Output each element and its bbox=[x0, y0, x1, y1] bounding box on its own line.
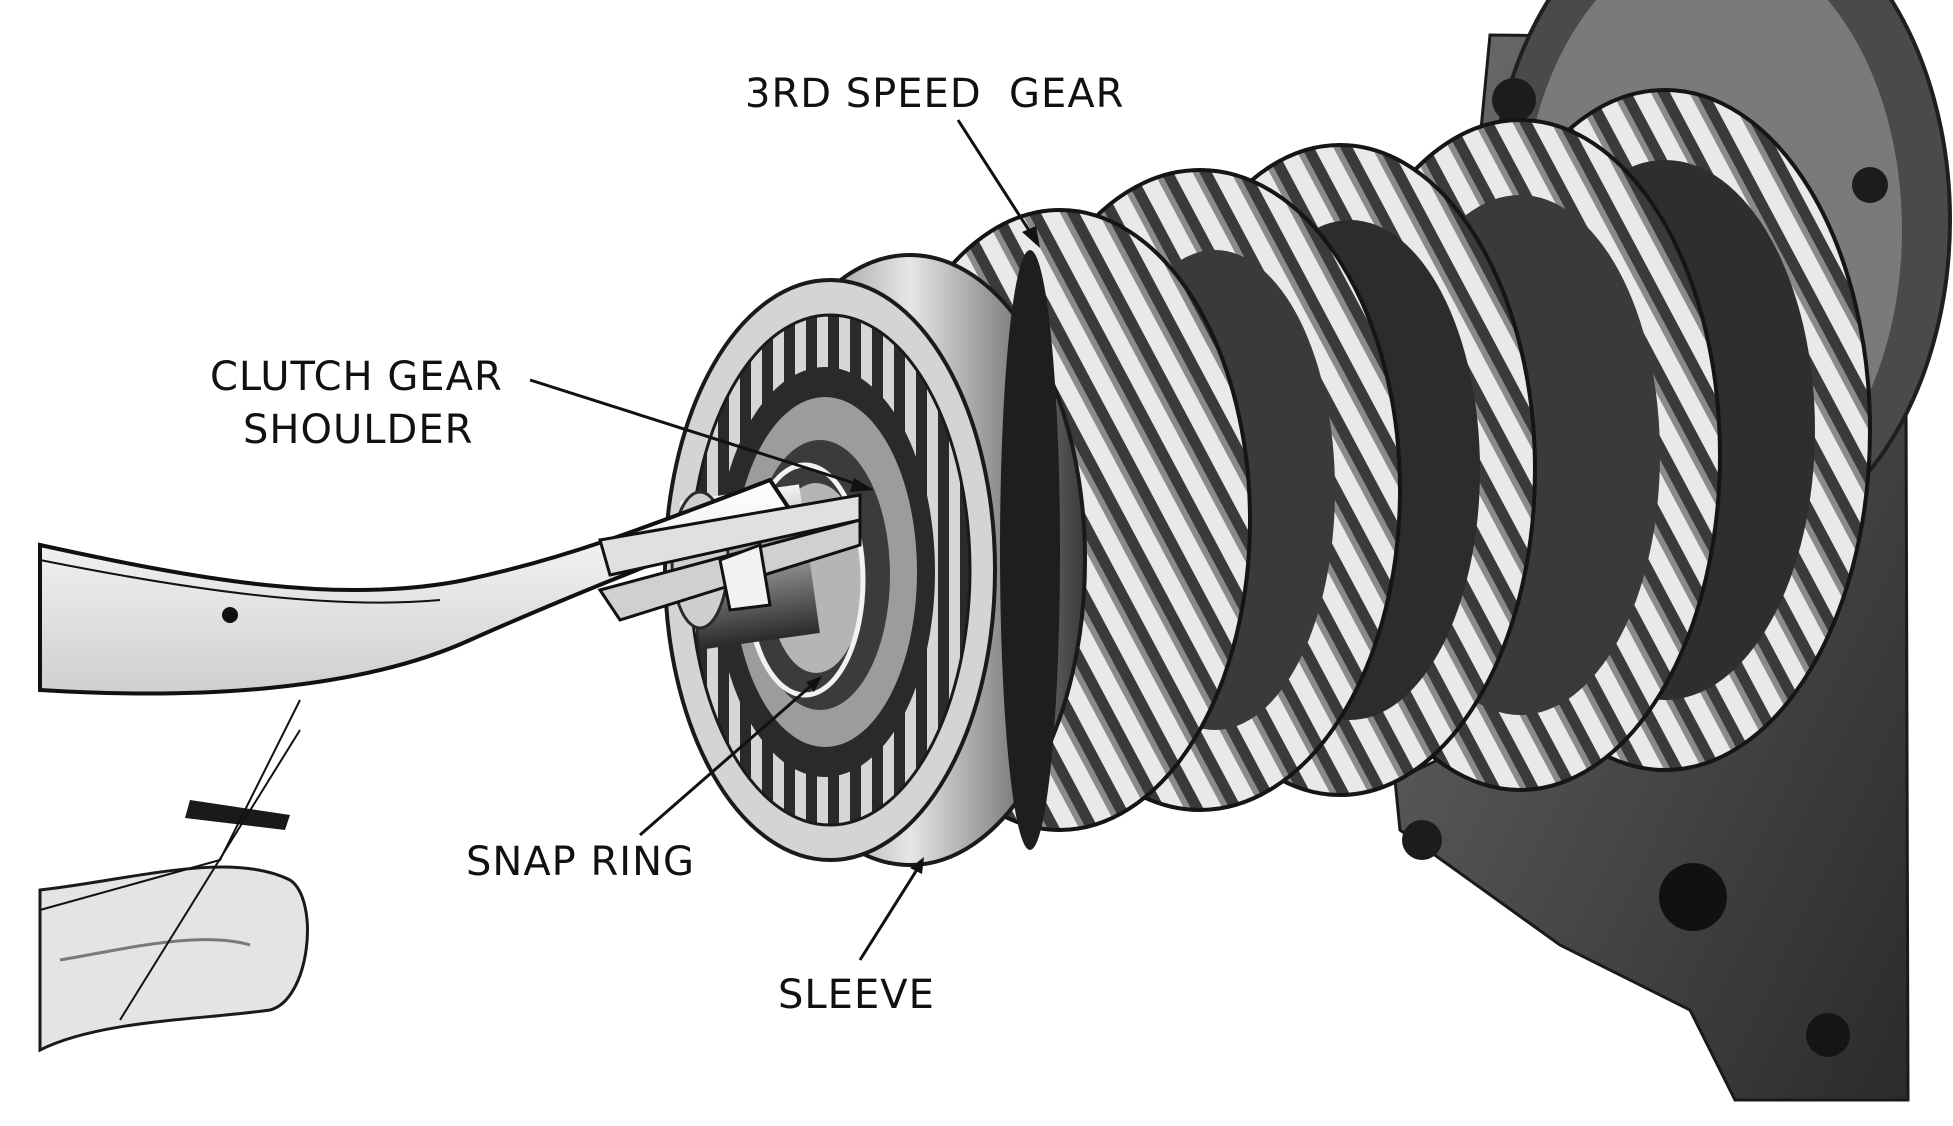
clutch-gear bbox=[663, 278, 997, 862]
label-clutch-gear-shoulder-line2: SHOULDER bbox=[243, 407, 473, 453]
label-sleeve: SLEEVE bbox=[778, 972, 935, 1018]
label-third-speed-gear: 3RD SPEED GEAR bbox=[745, 71, 1124, 117]
arrowhead-snap-ring bbox=[806, 676, 822, 692]
arrowhead-clutch-gear-shoulder bbox=[850, 478, 874, 492]
callout-sleeve: SLEEVE bbox=[778, 857, 935, 1018]
callout-clutch-gear-shoulder: CLUTCH GEAR SHOULDER bbox=[210, 354, 874, 492]
arrowhead-sleeve bbox=[910, 857, 924, 874]
arrowhead-third-speed-gear bbox=[1022, 226, 1040, 248]
callout-snap-ring: SNAP RING bbox=[466, 676, 822, 885]
label-clutch-gear-shoulder-line1: CLUTCH GEAR bbox=[210, 354, 503, 400]
callout-third-speed-gear: 3RD SPEED GEAR bbox=[745, 71, 1124, 248]
label-clutch-gear-shoulder: CLUTCH GEAR SHOULDER bbox=[210, 354, 516, 453]
hand bbox=[38, 699, 309, 1053]
label-snap-ring: SNAP RING bbox=[466, 839, 695, 885]
snap-ring-pliers bbox=[38, 477, 862, 696]
leader-third-speed-gear bbox=[956, 119, 1034, 236]
leader-snap-ring bbox=[639, 683, 813, 837]
leader-clutch-gear-shoulder bbox=[529, 378, 861, 487]
leader-sleeve bbox=[858, 867, 920, 961]
